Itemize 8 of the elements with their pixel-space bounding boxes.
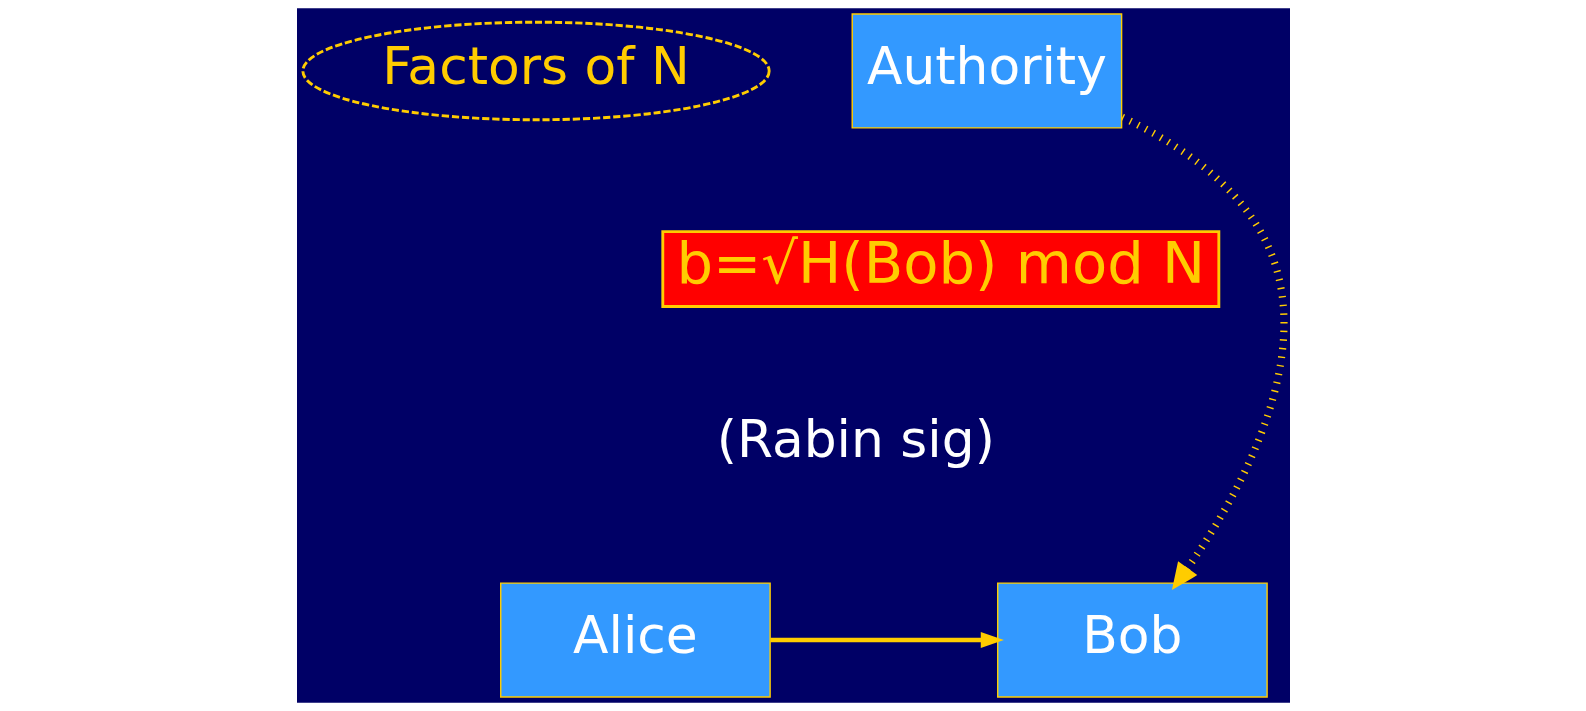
node-box: Bob xyxy=(996,582,1268,698)
node-box: Authority xyxy=(851,13,1122,129)
node-box: b=√H(Bob) mod N xyxy=(660,230,1220,308)
node-ellipse: Factors of N xyxy=(300,20,771,122)
arrow xyxy=(1120,114,1287,591)
arrow xyxy=(769,631,1004,649)
node-label: (Rabin sig) xyxy=(716,409,995,470)
node-box: Alice xyxy=(499,582,771,698)
